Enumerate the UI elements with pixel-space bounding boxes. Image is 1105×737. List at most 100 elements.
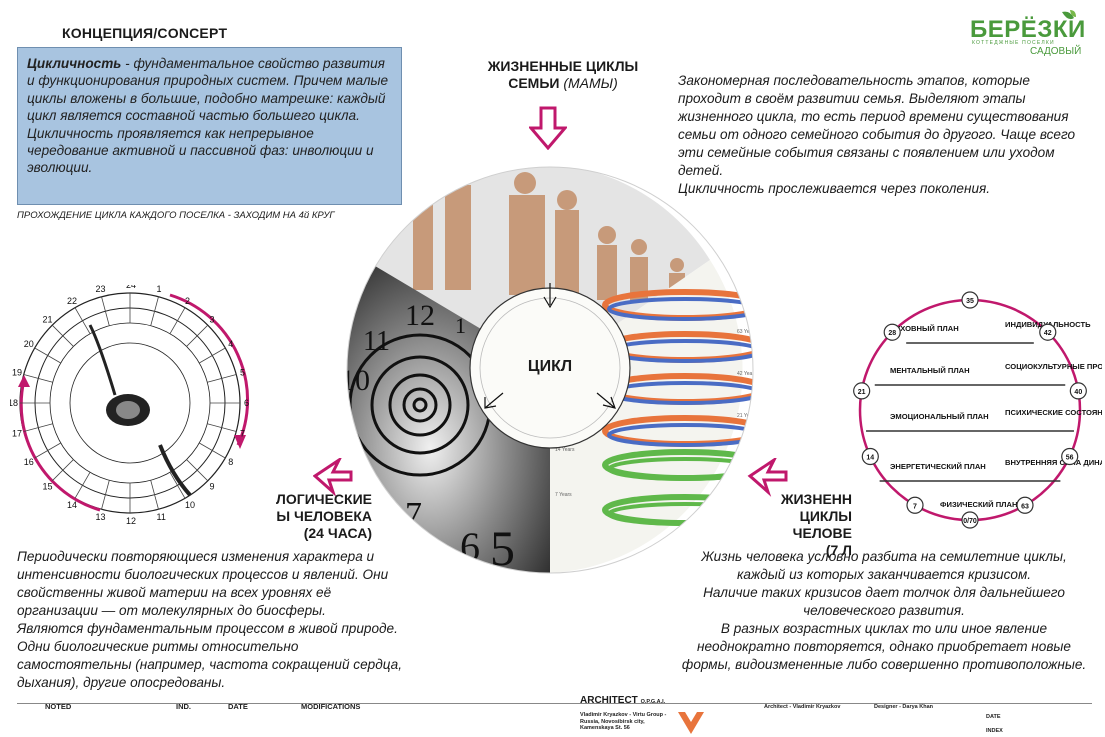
year-label: 84 Years [737, 287, 755, 293]
year-label: 21 Years [737, 413, 755, 419]
dial-number: 4 [228, 339, 233, 349]
dial-tick [101, 296, 110, 326]
dial-number: 17 [12, 429, 22, 439]
clock-number: 11 [363, 326, 390, 357]
clock-number: 1 [455, 313, 466, 338]
dial-number: 15 [43, 481, 53, 491]
dial-number: 16 [24, 457, 34, 467]
age-label: 35 [966, 298, 974, 305]
left-arrow-icon [313, 458, 353, 496]
dial-number: 24 [126, 285, 136, 290]
age-node [961, 511, 979, 529]
dial-number: 1 [157, 285, 162, 294]
dial-tick [186, 324, 209, 347]
dial-tick [101, 480, 110, 510]
dial-tick [199, 442, 226, 459]
dial-number: 2 [185, 296, 190, 306]
year-label: 14 Years [555, 447, 575, 453]
footer-date: DATE [228, 702, 248, 711]
age-node [883, 323, 901, 341]
year-ring-inner [607, 297, 753, 321]
human-cycle-label: ЖИЗНЕНН ЦИКЛЫ ЧЕЛОВЕ (7 Л [780, 491, 852, 558]
dial-tick [51, 324, 74, 347]
dial-tick [23, 374, 53, 383]
dial-number: 12 [126, 516, 136, 526]
family-cycle-text: Закономерная последовательность этапов, … [678, 73, 1076, 196]
clock-number: 10 [345, 364, 370, 397]
footer-noted: NOTED [45, 702, 72, 711]
human-cycle-text: Жизнь человека условно разбита на семиле… [681, 549, 1087, 672]
dial-number: 23 [95, 285, 105, 294]
dial-tick [51, 459, 74, 482]
age-node [961, 291, 979, 309]
dial-tick [199, 347, 226, 364]
dial-number: 14 [67, 500, 77, 510]
plane-left-label: ЭНЕРГЕТИЧЕСКИЙ ПЛАН [890, 462, 986, 471]
dial-number: 18 [10, 398, 18, 408]
dial-number: 11 [157, 512, 166, 522]
dial-number: 9 [209, 481, 214, 491]
year-ring-inner [607, 423, 753, 447]
dial-tick [34, 347, 61, 364]
clock-number: 12 [405, 299, 435, 332]
age-node [1016, 496, 1034, 514]
age-label: 56 [1066, 454, 1074, 461]
age-node [1039, 323, 1057, 341]
year-label: 42 Years [737, 371, 755, 377]
bio-rhythm-text: Периодически повторяющиеся изменения хар… [17, 549, 402, 690]
plane-left-label: ДУХОВНЫЙ ПЛАН [890, 324, 959, 333]
footer-designer-name: Designer - Darya Khan [874, 704, 933, 710]
dial-number: 13 [95, 512, 105, 522]
year-ring-inner [607, 457, 753, 481]
clock-number: 6 [460, 524, 480, 569]
age-node [1061, 447, 1079, 466]
age-label: 42 [1044, 330, 1052, 337]
dial-number: 6 [244, 398, 249, 408]
dial-number: 3 [209, 315, 214, 325]
dial-tick [150, 480, 159, 510]
age-node [1069, 382, 1087, 400]
plane-right-label: ПСИХИЧЕСКИЕ СОСТОЯНИЯ [1005, 408, 1102, 417]
dial-tick [74, 307, 91, 334]
dial-number: 20 [24, 339, 34, 349]
plane-left-label: МЕНТАЛЬНЫЙ ПЛАН [890, 366, 970, 375]
plane-right-label: ВНУТРЕННЯЯ СИЛА ДИНАМИКА [1005, 458, 1102, 467]
dial-tick [150, 296, 159, 326]
age-node [853, 382, 871, 400]
dial-number: 8 [228, 457, 233, 467]
year-label: 63 Years [737, 329, 755, 335]
spiral-clock [348, 333, 492, 477]
brand-logo: БЕРЁЗКИ КОТТЕДЖНЫЕ ПОСЕЛКИ САДОВЫЙ [966, 8, 1090, 58]
concept-box: Цикличность - фундаментальное свойство р… [17, 47, 402, 205]
dial-number: 5 [240, 367, 245, 377]
plane-left-label: ЭМОЦИОНАЛЬНЫЙ ПЛАН [890, 412, 989, 421]
year-label: 7 Years [555, 492, 572, 498]
bio-rhythm-label: ЛОГИЧЕСКИЕ Ы ЧЕЛОВЕКА (24 ЧАСА) [276, 491, 372, 541]
concept-definition: Цикличность - фундаментальное свойство р… [27, 55, 392, 125]
dial-number: 21 [43, 315, 53, 325]
right-arrow-icon [747, 458, 788, 497]
birch-leaf-icon [1062, 10, 1076, 20]
family-cycle-label: ЖИЗНЕННЫЕ ЦИКЛЫ СЕМЬИ (МАМЫ) [487, 58, 639, 91]
studio-logo-icon [678, 712, 704, 734]
age-label: 7 [913, 503, 917, 510]
footer-date-right: DATE [986, 714, 1001, 720]
age-label: 63 [1021, 503, 1029, 510]
dial-tick [169, 307, 186, 334]
age-label: 14 [866, 454, 874, 461]
age-node [861, 447, 879, 466]
age-node [906, 496, 924, 514]
age-label: 28 [888, 330, 896, 337]
age-label: 21 [858, 389, 866, 396]
logo-tagline: КОТТЕДЖНЫЕ ПОСЕЛКИ [972, 40, 1055, 46]
footer-ind: IND. [176, 702, 191, 711]
footer-index: INDEX [986, 728, 1003, 734]
dial-number: 19 [12, 367, 22, 377]
dial-tick [186, 459, 209, 482]
footer-architect-name: Architect - Vladimir Kryazkov [764, 704, 841, 710]
dial-tick [207, 423, 237, 432]
logo-sub: САДОВЫЙ [1030, 46, 1082, 57]
dial-tick [169, 472, 186, 499]
